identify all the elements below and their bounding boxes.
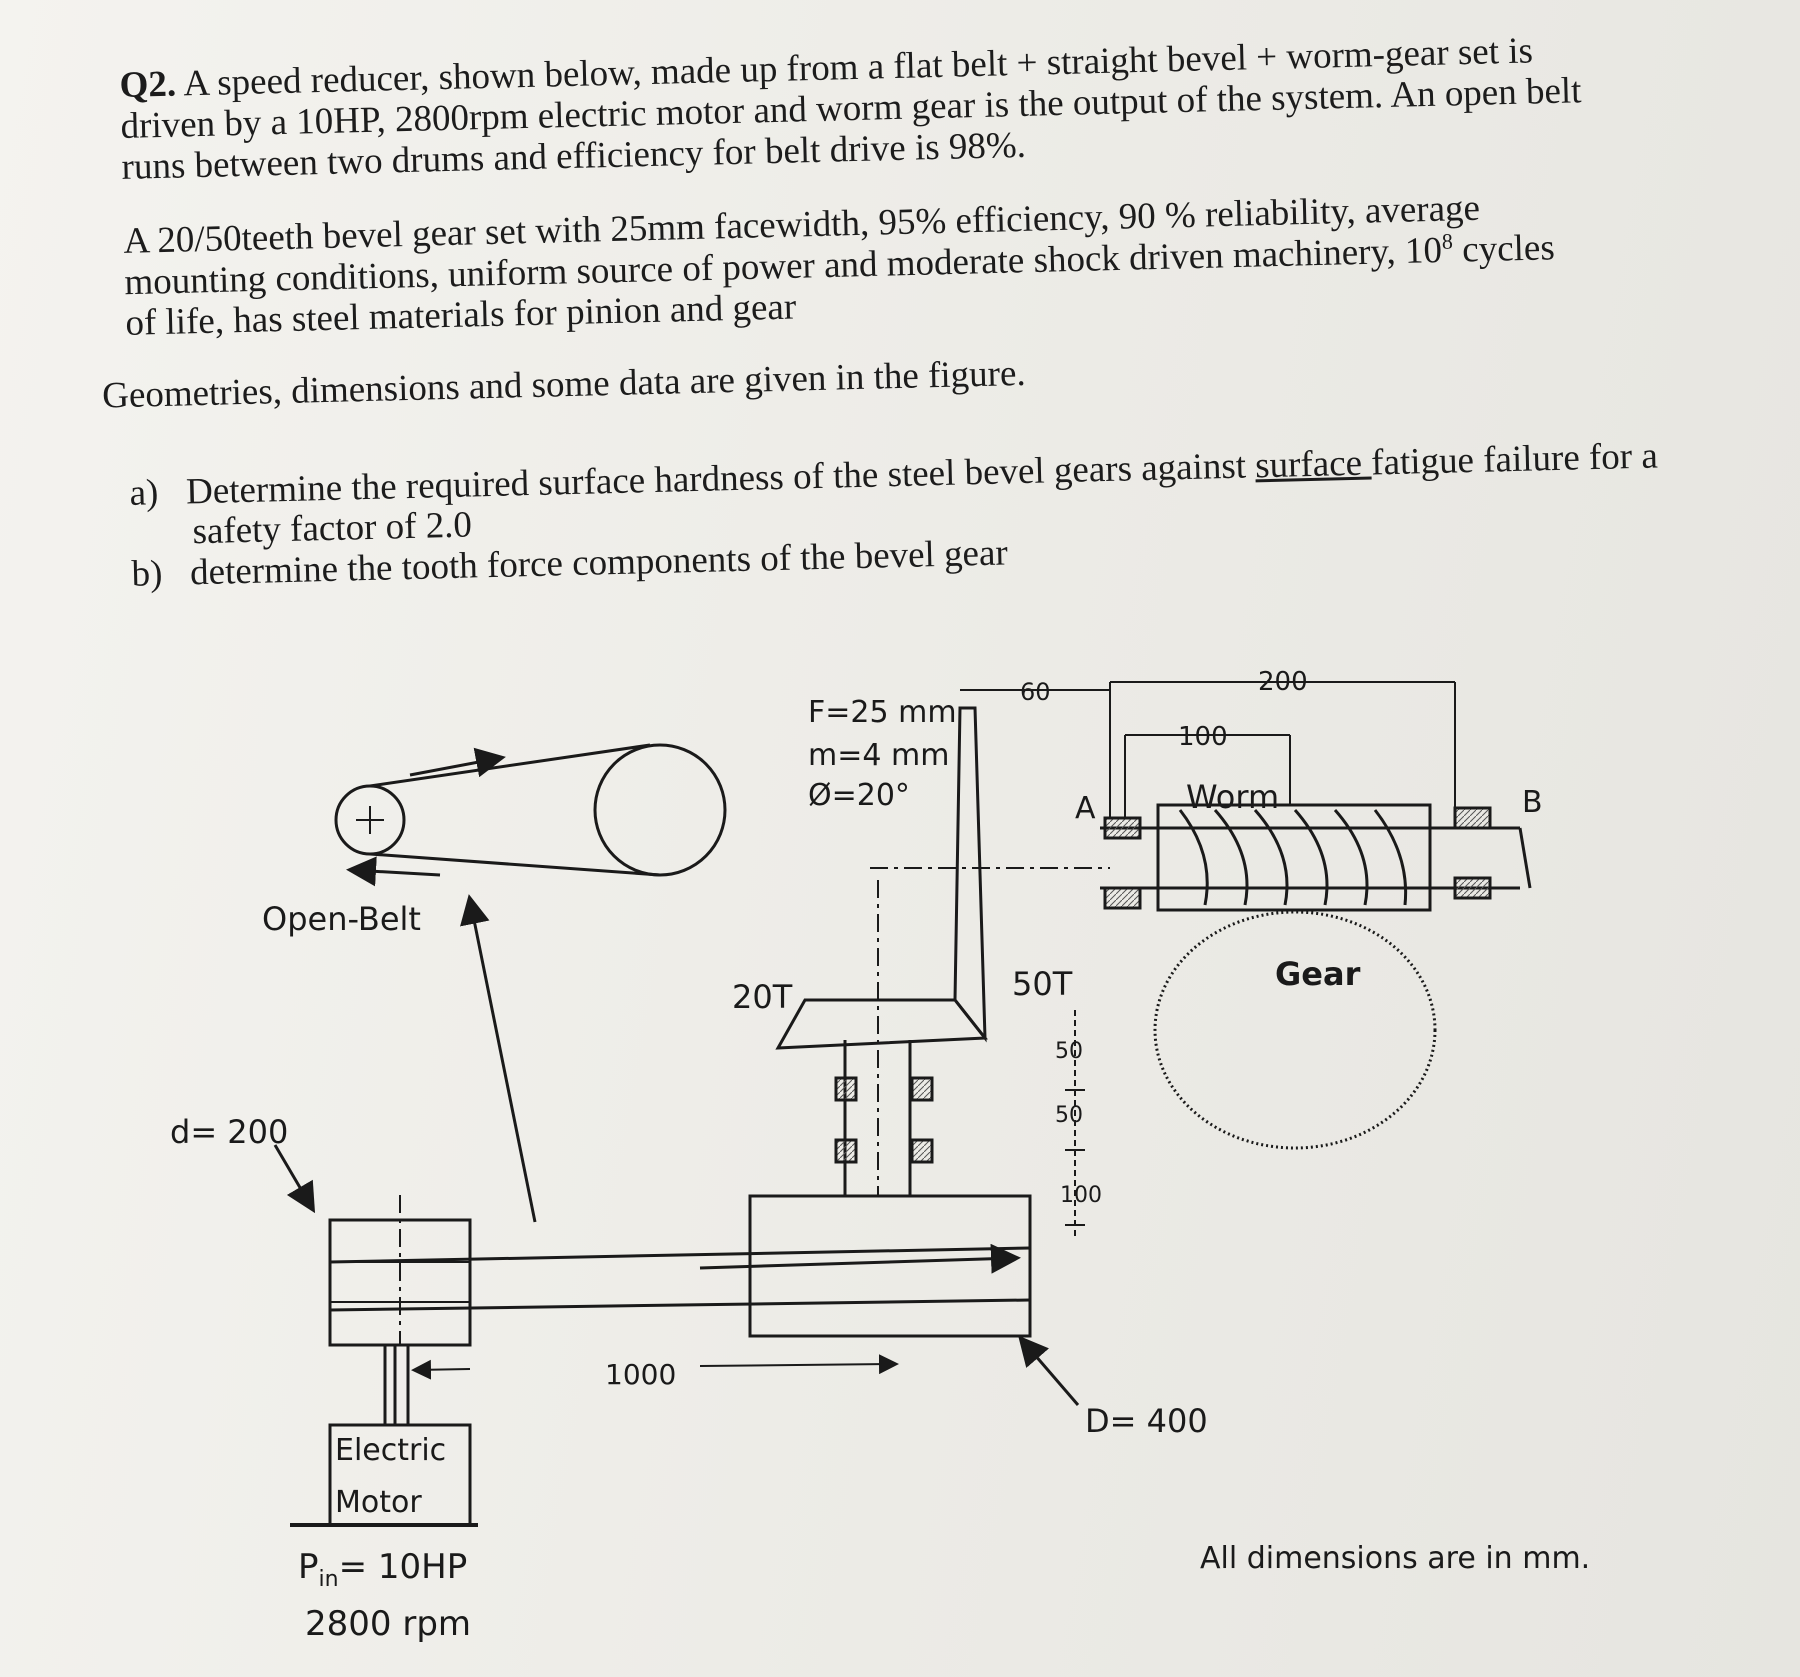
input-speed: 2800 rpm: [305, 1604, 471, 1644]
belt-side-arrow: [699, 1243, 1021, 1274]
dim-100-side-label: 100: [1060, 1183, 1102, 1208]
belt-side-bottom: [329, 1298, 1031, 1312]
gear-teeth-label: 50T: [1012, 965, 1073, 1003]
dim-1000-right: [699, 1354, 899, 1375]
worm-shaft-end: [1518, 827, 1532, 889]
spec-module: m=4 mm: [808, 738, 949, 773]
dim-1000-left: [411, 1359, 471, 1380]
spec-facewidth: F=25 mm: [808, 695, 957, 730]
leader-large-pulley: [1018, 1335, 1080, 1406]
belt-top: [369, 743, 651, 788]
bearing-b-label: B: [1522, 785, 1543, 820]
pinion-teeth-label: 20T: [732, 978, 793, 1016]
bearing-b-bottom: [1453, 876, 1492, 900]
bearing-a-bottom: [1103, 886, 1142, 910]
motor-label-2: Motor: [335, 1485, 422, 1520]
leader-open-belt: [460, 894, 537, 1223]
dim-50-b-label: 50: [1055, 1103, 1083, 1128]
large-drum: [593, 743, 727, 877]
bearing-a-top: [1103, 816, 1142, 840]
large-pulley-dia: D= 400: [1085, 1402, 1208, 1440]
units-note: All dimensions are in mm.: [1200, 1541, 1590, 1576]
dim-100-top-label: 100: [1178, 722, 1228, 752]
pinion-bearing-4: [910, 1138, 934, 1164]
motor-label-1: Electric: [335, 1433, 446, 1468]
bevel-gear: [953, 706, 987, 1043]
open-belt-label: Open-Belt: [262, 900, 421, 938]
worm-thread: [1178, 809, 1408, 906]
bearing-a-label: A: [1075, 791, 1096, 826]
pinion-bearing-1: [834, 1076, 858, 1102]
belt-arrow-bottom: [346, 856, 441, 887]
pinion-bearing-2: [910, 1076, 934, 1102]
belt-side-top: [329, 1246, 1031, 1264]
belt-bottom: [369, 852, 661, 877]
worm-gear-circle: [1153, 910, 1437, 1150]
bevel-pinion: [775, 998, 988, 1050]
worm-gear-label: Gear: [1275, 955, 1361, 993]
pinion-bearing-3: [834, 1138, 858, 1164]
power-input: Pin= 10HP: [298, 1547, 467, 1592]
dim-60-label: 60: [1020, 678, 1051, 706]
spec-pressure-angle: Ø=20°: [808, 778, 910, 813]
bearing-b-top: [1453, 806, 1492, 830]
worm-label: Worm: [1186, 778, 1279, 816]
small-pulley-dia: d= 200: [170, 1113, 288, 1151]
dim-200-label: 200: [1258, 667, 1308, 697]
belt-arrow-top: [409, 747, 506, 778]
leader-small-pulley: [273, 1144, 316, 1214]
worm-body: [1156, 803, 1432, 912]
dim-1000-label: 1000: [605, 1358, 676, 1391]
dim-50-a-label: 50: [1055, 1039, 1083, 1064]
